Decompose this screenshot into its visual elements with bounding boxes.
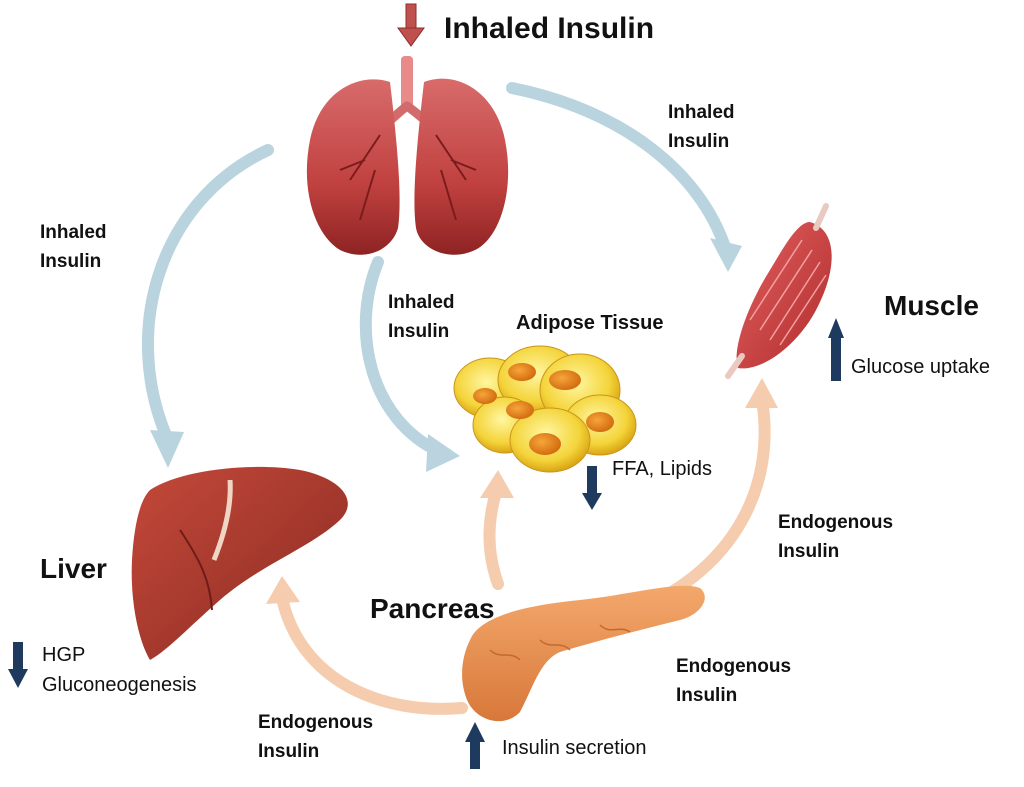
title-down-arrow-icon <box>397 3 425 47</box>
ffa-down-arrow-icon <box>582 466 602 510</box>
glucose-uptake-label: Glucose uptake <box>851 356 990 378</box>
label-lung-to-liver-line1: Inhaled <box>40 222 107 243</box>
liver-label: Liver <box>40 553 107 584</box>
label-lung-to-muscle-line2: Insulin <box>668 131 730 152</box>
label-pancreas-to-muscle-line1: Endogenous <box>778 512 894 533</box>
arrow-lung-to-adipose <box>359 256 460 472</box>
lungs-illustration <box>306 56 509 255</box>
label-lung-to-adipose: Inhaled Insulin <box>388 288 455 346</box>
label-pancreas-to-liver: Endogenous Insulin <box>258 708 373 766</box>
adipose-tissue-label: Adipose Tissue <box>516 312 664 334</box>
label-pancreas-right: Endogenous Insulin <box>676 652 791 710</box>
arrow-pancreas-to-liver <box>266 576 468 715</box>
label-lung-to-adipose-line1: Inhaled <box>388 292 455 313</box>
hgp-label-line2: Gluconeogenesis <box>42 674 197 696</box>
label-pancreas-to-muscle-line2: Insulin <box>778 541 840 562</box>
adipose-illustration <box>453 345 637 473</box>
label-pancreas-to-muscle: Endogenous Insulin <box>778 508 893 566</box>
label-lung-to-liver-line2: Insulin <box>40 251 102 272</box>
glucose-uptake-up-arrow-icon <box>828 318 844 381</box>
liver-illustration <box>131 466 348 660</box>
arrow-lung-to-muscle <box>506 82 742 272</box>
label-lung-to-adipose-line2: Insulin <box>388 321 450 342</box>
hgp-label: HGP Gluconeogenesis <box>42 640 197 700</box>
arrow-pancreas-to-adipose <box>480 470 514 590</box>
label-lung-to-muscle: Inhaled Insulin <box>668 98 735 156</box>
label-pancreas-right-line1: Endogenous <box>676 656 792 677</box>
insulin-secretion-up-arrow-icon <box>465 722 485 769</box>
hgp-down-arrow-icon <box>8 642 28 688</box>
muscle-illustration <box>725 203 832 379</box>
title-label: Inhaled Insulin <box>444 12 655 45</box>
ffa-lipids-label: FFA, Lipids <box>612 458 713 480</box>
label-lung-to-muscle-line1: Inhaled <box>668 102 735 123</box>
label-lung-to-liver: Inhaled Insulin <box>40 218 107 276</box>
label-pancreas-to-liver-line2: Insulin <box>258 741 320 762</box>
arrow-lung-to-liver <box>142 144 274 468</box>
muscle-label: Muscle <box>884 290 979 321</box>
label-pancreas-to-liver-line1: Endogenous <box>258 712 374 733</box>
hgp-label-line1: HGP <box>42 644 86 666</box>
pancreas-illustration <box>462 585 705 722</box>
insulin-secretion-label: Insulin secretion <box>502 737 647 759</box>
label-pancreas-right-line2: Insulin <box>676 685 738 706</box>
arrow-pancreas-to-muscle <box>644 378 778 610</box>
pancreas-label: Pancreas <box>370 593 495 624</box>
